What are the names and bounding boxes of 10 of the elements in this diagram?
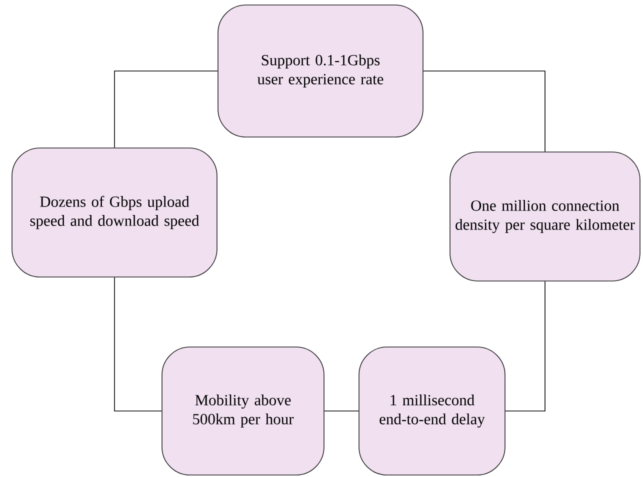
rounded-box: Mobility above 500km per hour bbox=[162, 346, 324, 476]
connector-line bbox=[505, 281, 546, 412]
connector-line bbox=[114, 277, 162, 412]
rounded-box: One million connection density per square kilometer bbox=[450, 152, 640, 282]
connector-line bbox=[324, 410, 359, 412]
rounded-box: Dozens of Gbps upload speed and download speed bbox=[12, 148, 218, 278]
rounded-box: 1 millisecond end-to-end delay bbox=[358, 346, 506, 476]
connector-line bbox=[114, 70, 218, 148]
rounded-box: Support 0.1-1Gbps user experience rate bbox=[218, 4, 424, 138]
connector-line bbox=[423, 70, 546, 152]
